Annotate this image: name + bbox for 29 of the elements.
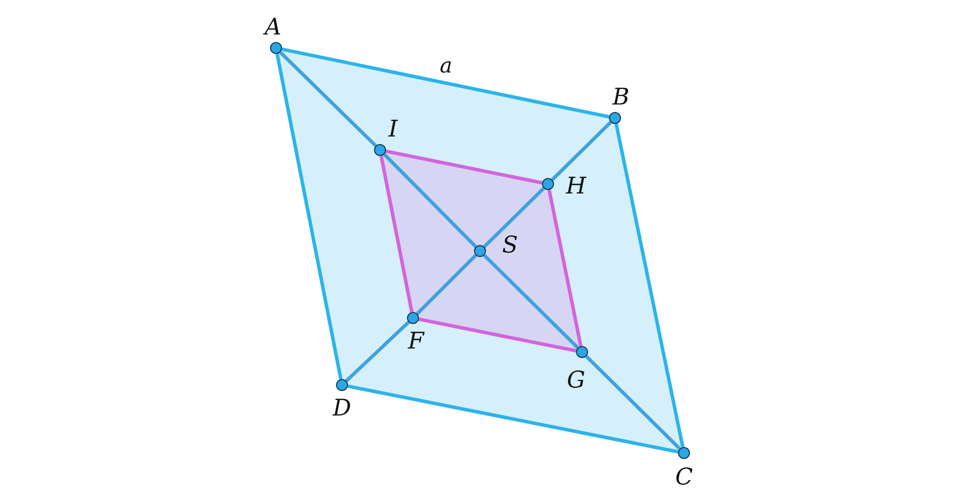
line-segment: [345, 320, 410, 382]
line-segment: [275, 54, 343, 380]
point-label: G: [566, 370, 586, 392]
line-segment: [483, 186, 545, 248]
line-segment: [282, 48, 610, 118]
point-marker: [678, 447, 690, 459]
line-segment: [348, 384, 678, 454]
line-segment: [382, 153, 478, 248]
point-marker: [336, 379, 348, 391]
point-label: I: [388, 118, 398, 142]
point-marker: [270, 42, 282, 54]
point-label: H: [566, 176, 586, 198]
point-label: A: [264, 16, 282, 40]
point-label: F: [408, 330, 424, 354]
point-label: D: [332, 398, 352, 420]
line-segment: [418, 317, 576, 353]
line-segment: [551, 120, 612, 182]
line-segment: [483, 254, 579, 350]
line-segment: [279, 50, 377, 148]
point-label: B: [612, 86, 630, 110]
point-label: S: [502, 234, 518, 258]
line-segment: [386, 149, 542, 185]
line-segment: [547, 190, 583, 346]
point-marker: [609, 112, 621, 124]
line-segment: [416, 254, 477, 315]
point-label: C: [675, 466, 693, 490]
line-segment: [379, 156, 414, 312]
line-segment: [585, 354, 681, 450]
line-segment: [614, 124, 684, 448]
